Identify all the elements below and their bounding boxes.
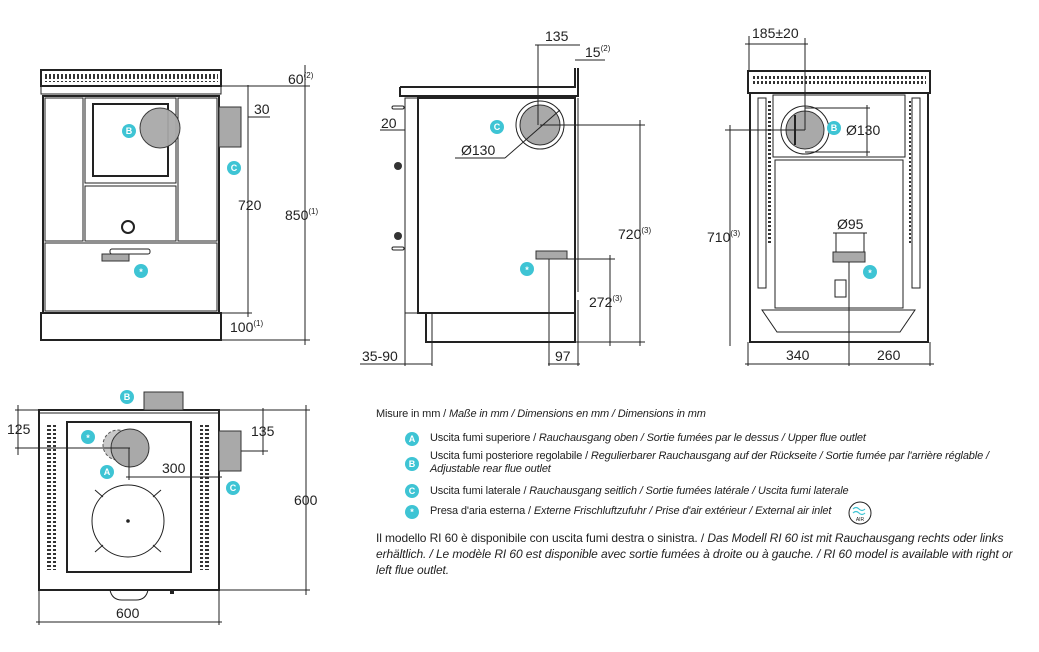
svg-text:C: C	[494, 122, 501, 132]
left-panel	[44, 97, 84, 242]
back-plate	[772, 94, 906, 158]
cooking-plate	[66, 421, 192, 573]
svg-text:*: *	[525, 265, 529, 275]
dim-outlet-offset: 30	[254, 101, 270, 117]
svg-text:C: C	[231, 163, 238, 173]
dim-outlet-x: 300	[162, 460, 186, 476]
dim-top-thickness: 60(2)	[288, 71, 314, 87]
dim-depth: 600	[294, 492, 318, 508]
dim-side-outlet: 135	[251, 423, 275, 439]
side-plinth	[425, 312, 576, 343]
door-knob	[121, 220, 135, 234]
dim-outlet-offset: 135	[545, 28, 569, 44]
badge-air: *	[863, 265, 877, 279]
dim-outlet-offset: 185±20	[752, 25, 799, 41]
dim-left: 340	[786, 347, 810, 363]
left-vents	[47, 424, 56, 570]
svg-text:AIR: AIR	[856, 517, 865, 523]
drawer-handle	[109, 248, 151, 255]
legend-item-c: Uscita fumi laterale / Rauchausgang seit…	[430, 485, 849, 497]
rear-flue-outlet	[143, 391, 184, 411]
legend-badge-b: B	[405, 457, 419, 471]
badge-b: B	[827, 121, 841, 135]
air-inlet	[832, 251, 866, 263]
back-body	[749, 92, 929, 343]
dim-diameter: Ø130	[461, 142, 495, 158]
air-inlet	[101, 253, 130, 262]
plinth	[40, 312, 222, 341]
badge-air: *	[134, 264, 148, 278]
air-inlet	[535, 250, 568, 260]
dim-width: 600	[116, 605, 140, 621]
dim-diameter: Ø130	[846, 122, 880, 138]
units-note: Misure in mm / Maße in mm / Dimensions e…	[376, 408, 706, 420]
dim-body-height: 720	[238, 197, 262, 213]
side-view: C * 135 15(2) 20 Ø130 720(3) 272(3) 35-9…	[360, 28, 651, 366]
dim-step: 15(2)	[585, 44, 611, 60]
svg-text:C: C	[230, 483, 237, 493]
legend-item-air: Presa d'aria esterna / Externe Frischluf…	[430, 505, 832, 517]
external-air-icon: AIR	[848, 501, 872, 525]
svg-text:A: A	[104, 467, 111, 477]
top-vents	[44, 74, 218, 82]
side-flue-outlet	[218, 430, 242, 472]
hob-ring	[91, 484, 165, 558]
legend-badge-air: *	[405, 505, 419, 519]
badge-b: B	[120, 390, 134, 404]
dim-foot: 35-90	[362, 348, 398, 364]
right-vents	[200, 424, 209, 570]
top-outline	[38, 409, 220, 591]
svg-text:B: B	[124, 392, 131, 402]
right-panel	[177, 97, 218, 242]
drawer	[44, 242, 218, 312]
legend-badge-c: C	[405, 484, 419, 498]
dim-air-height: 272(3)	[589, 294, 622, 310]
dim-right: 260	[877, 347, 901, 363]
badge-b: B	[122, 124, 136, 138]
legend-item-a: Uscita fumi superiore / Rauchausgang obe…	[430, 432, 866, 444]
svg-text:*: *	[86, 433, 90, 443]
back-view: B * 185±20 Ø130 710(3) Ø95 340 260	[707, 25, 934, 366]
rear-flue-outlet	[139, 107, 181, 149]
dim-air-diameter: Ø95	[837, 216, 864, 232]
badge-c: C	[226, 481, 240, 495]
front-view: B C * 60(2) 850(1) 720 30 100(1)	[40, 65, 318, 345]
svg-text:B: B	[126, 126, 133, 136]
badge-c: C	[490, 120, 504, 134]
ash-door	[84, 185, 177, 242]
front-handle	[109, 589, 149, 601]
back-panel	[774, 159, 904, 309]
badge-a: A	[100, 465, 114, 479]
dim-air-depth: 97	[555, 348, 571, 364]
dim-outlet-height: 710(3)	[707, 229, 740, 245]
dim-front: 20	[381, 115, 397, 131]
top-view: B * A C 125 135 300 600 600	[7, 390, 318, 625]
dim-outlet-y: 125	[7, 421, 31, 437]
front-panel	[404, 97, 419, 314]
dim-plinth-height: 100(1)	[230, 319, 263, 335]
model-availability-note: Il modello RI 60 è disponibile con uscit…	[376, 531, 1013, 577]
badge-air: *	[81, 430, 95, 444]
svg-text:*: *	[139, 267, 143, 277]
dim-total-height: 850(1)	[285, 207, 318, 223]
legend-item-b: Uscita fumi posteriore regolabile / Regu…	[430, 450, 989, 475]
svg-text:*: *	[868, 268, 872, 278]
badge-air: *	[520, 262, 534, 276]
legend-badge-a: A	[405, 432, 419, 446]
dim-outlet-height: 720(3)	[618, 226, 651, 242]
svg-text:B: B	[831, 123, 838, 133]
badge-c: C	[227, 161, 241, 175]
side-flue-outlet	[218, 106, 242, 148]
